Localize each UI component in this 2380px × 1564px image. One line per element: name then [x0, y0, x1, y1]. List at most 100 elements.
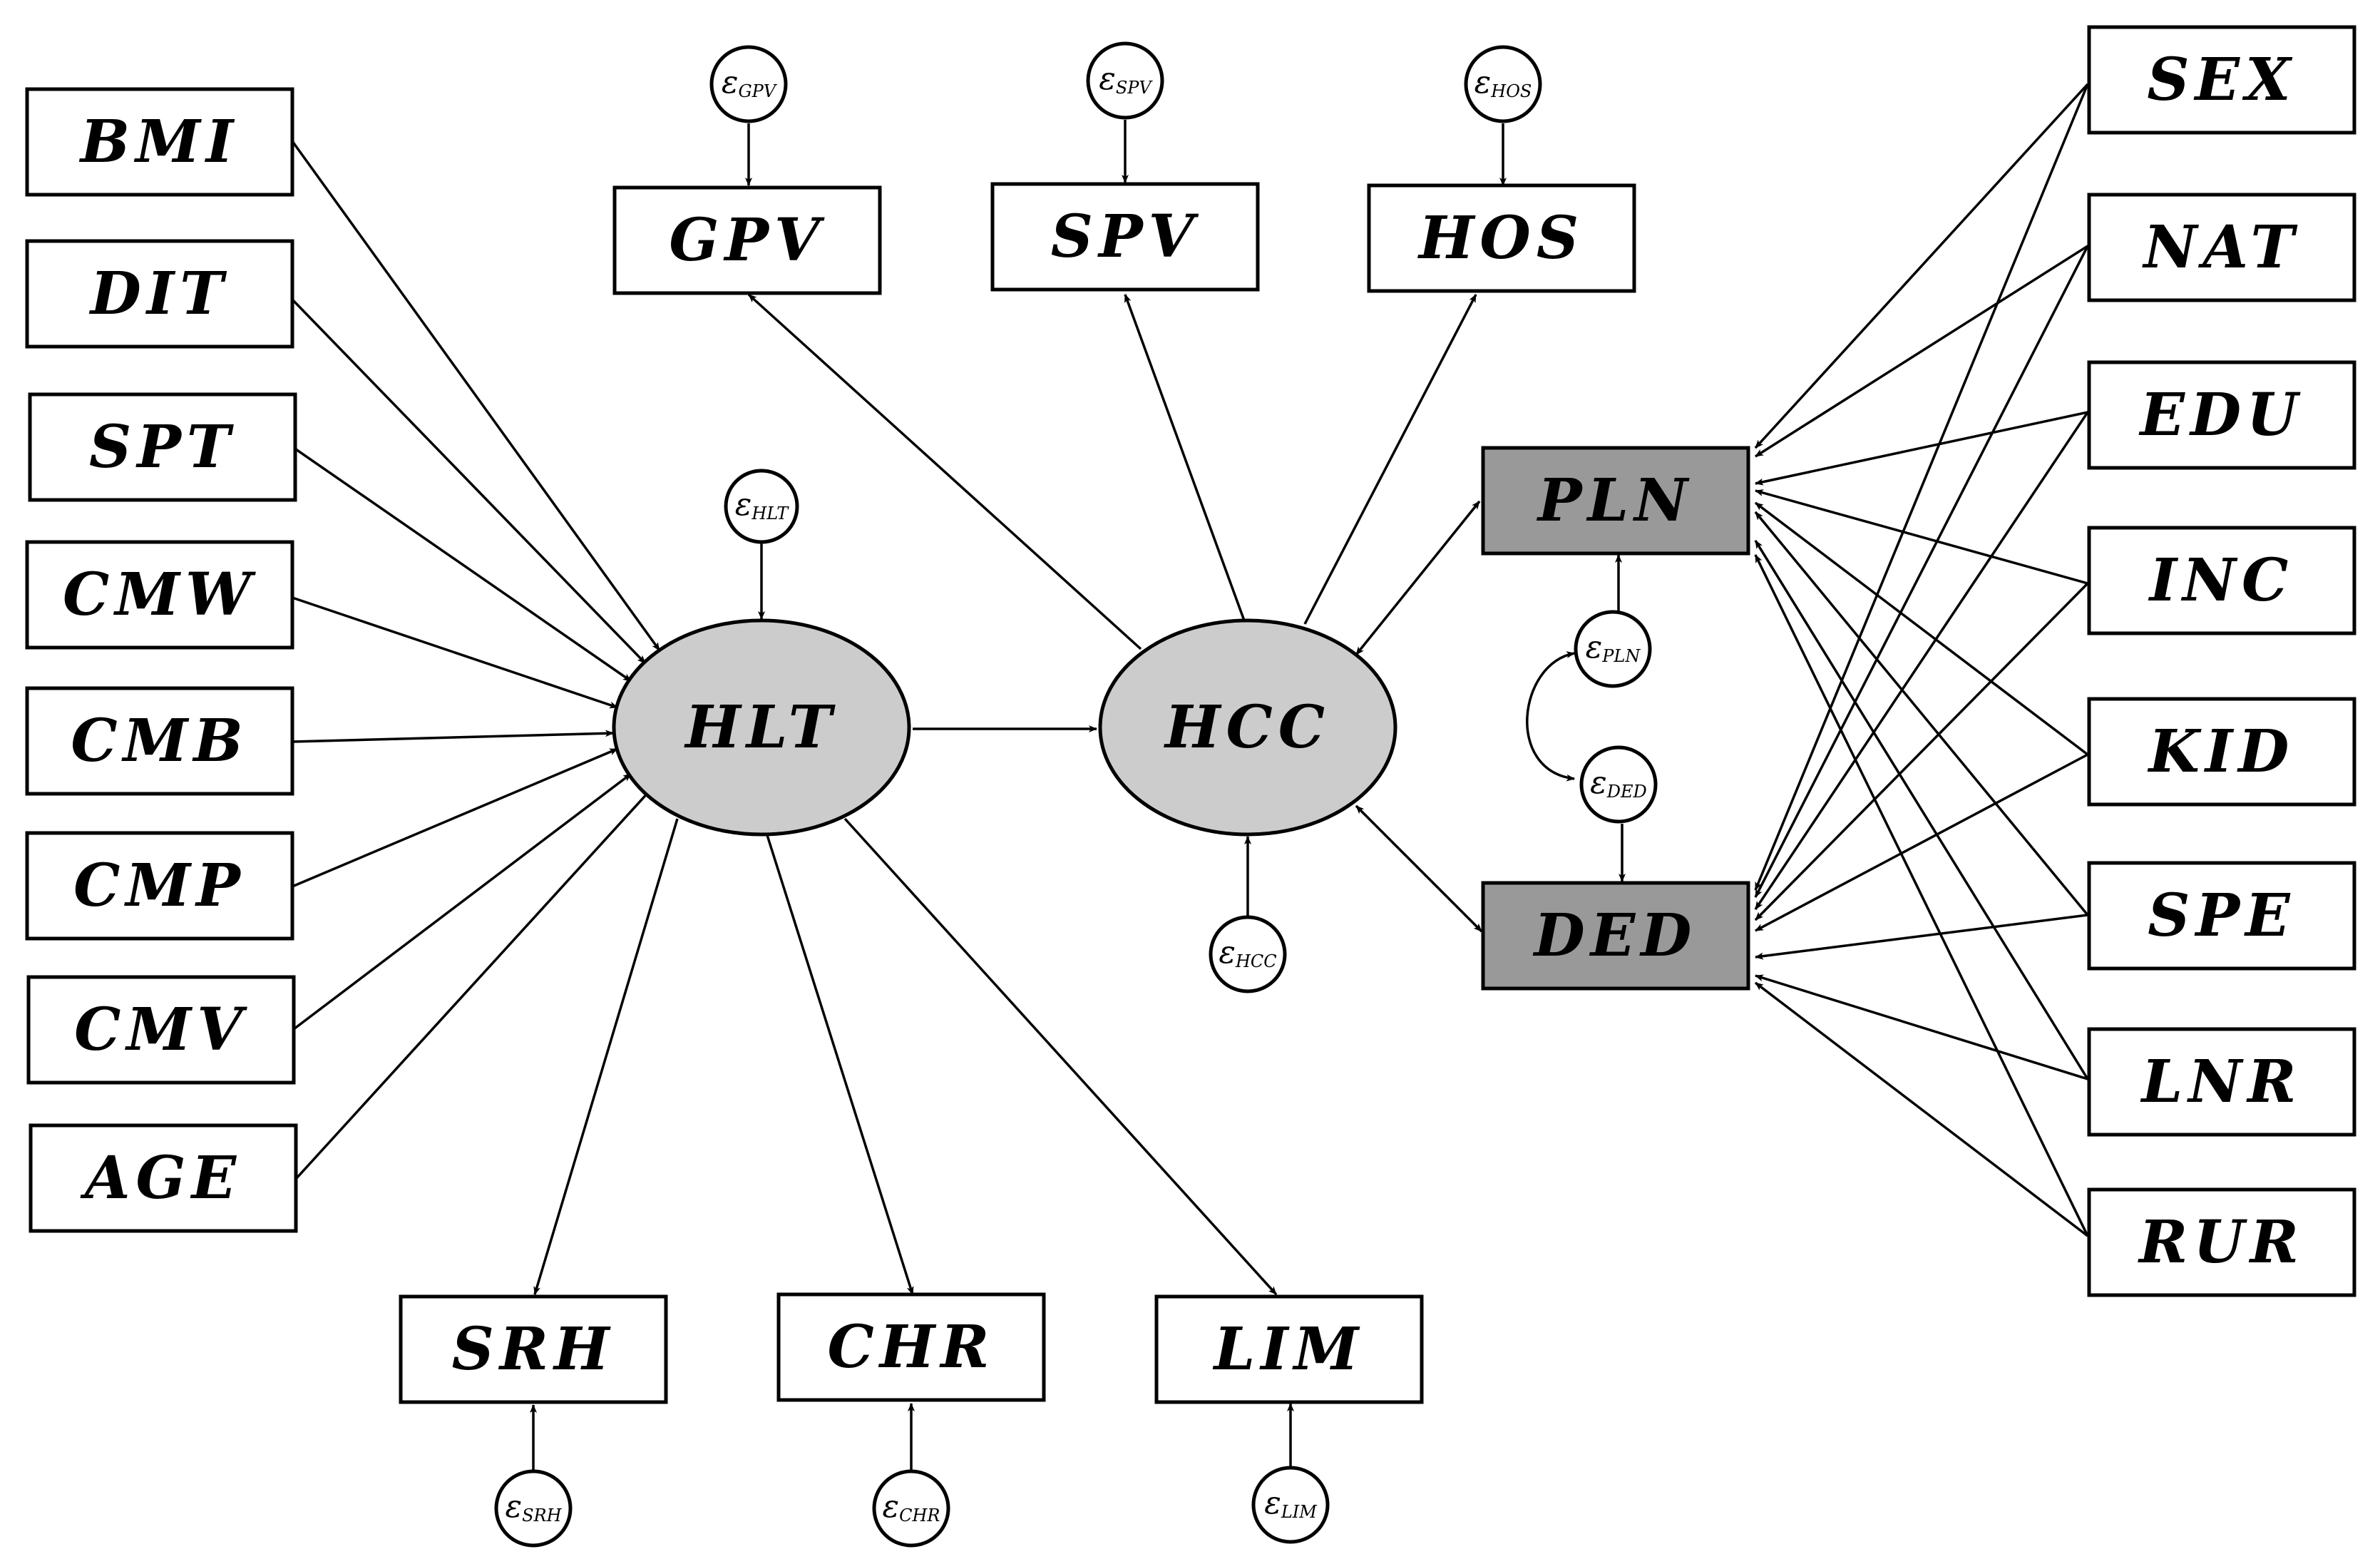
svg-text:εHCC: εHCC: [1219, 934, 1276, 971]
node-cmw: CMW: [25, 540, 294, 650]
svg-text:εCHR: εCHR: [883, 1488, 940, 1525]
edge-hcc-spv: [1124, 294, 1246, 621]
node-age: AGE: [29, 1123, 298, 1233]
error-lim: εLIM: [1251, 1466, 1330, 1544]
node-ded-label: DED: [1533, 901, 1698, 970]
error-pln-epsilon: ε: [1586, 629, 1603, 665]
node-lnr-label: LNR: [2140, 1048, 2302, 1116]
node-cmv-label: CMV: [74, 996, 248, 1064]
edge-nat-ded: [1754, 245, 2089, 898]
node-chr: CHR: [776, 1292, 1046, 1402]
node-sex-label: SEX: [2147, 46, 2296, 114]
node-gpv: GPV: [612, 185, 882, 295]
svg-text:εSPV: εSPV: [1099, 61, 1153, 98]
node-hos: HOS: [1367, 183, 1636, 293]
edge-hlt-srh: [533, 818, 679, 1295]
error-gpv: εGPV: [709, 45, 788, 123]
error-spv-epsilon: ε: [1099, 61, 1116, 97]
node-ded: DED: [1481, 881, 1750, 991]
node-cmv: CMV: [26, 975, 296, 1085]
error-gpv-epsilon: ε: [722, 64, 739, 101]
edge-inc-ded: [1754, 582, 2089, 921]
edge-hcc-hos: [1303, 294, 1477, 625]
node-dit: DIT: [25, 239, 294, 349]
svg-text:εHLT: εHLT: [735, 486, 790, 523]
svg-text:εGPV: εGPV: [722, 64, 778, 101]
edge-kid-pln: [1754, 501, 2089, 756]
node-bmi-label: BMI: [79, 108, 239, 176]
edge-sex-pln: [1754, 83, 2089, 449]
edges: [291, 83, 2089, 1471]
node-dit-label: DIT: [89, 260, 230, 328]
edge-inc-pln: [1755, 489, 2088, 585]
node-spt-label: SPT: [89, 413, 236, 481]
node-srh-label: SRH: [452, 1315, 615, 1384]
node-spe-label: SPE: [2148, 881, 2295, 950]
error-ded-subscript: DED: [1606, 782, 1647, 802]
node-nat: NAT: [2087, 193, 2356, 302]
edge-hcc-ded: [1355, 804, 1483, 933]
node-rur-label: RUR: [2138, 1208, 2304, 1277]
error-hos-epsilon: ε: [1474, 64, 1492, 101]
error-lim-epsilon: ε: [1264, 1485, 1281, 1521]
error-srh: εSRH: [494, 1469, 573, 1548]
error-ded: εDED: [1579, 745, 1658, 824]
node-spt: SPT: [28, 392, 297, 502]
edge-dit-hlt: [291, 298, 647, 665]
error-hlt-subscript: HLT: [751, 504, 789, 523]
latent-hlt: HLT: [612, 618, 911, 837]
edge-lnr-pln: [1754, 540, 2089, 1080]
error-chr-epsilon: ε: [883, 1488, 900, 1525]
edge-hlt-chr: [765, 832, 914, 1295]
edge-cmw-hlt: [292, 596, 618, 709]
error-srh-subscript: SRH: [522, 1506, 563, 1525]
error-hcc-epsilon: ε: [1219, 934, 1236, 971]
node-lnr: LNR: [2087, 1027, 2356, 1137]
error-chr: εCHR: [872, 1469, 950, 1548]
edge-sex-ded: [1754, 83, 2089, 891]
error-lim-subscript: LIM: [1281, 1502, 1318, 1522]
edge-rur-ded: [1754, 981, 2089, 1237]
error-hos-subscript: HOS: [1490, 81, 1532, 101]
error-pln: εPLN: [1574, 610, 1652, 688]
edge-hcc-gpv: [747, 293, 1142, 650]
node-spv-label: SPV: [1051, 203, 1200, 271]
node-cmp: CMP: [25, 831, 294, 941]
svg-text:εSRH: εSRH: [505, 1488, 562, 1525]
node-pln: PLN: [1481, 446, 1750, 556]
edge-kid-ded: [1755, 753, 2088, 932]
latent-hcc-label: HCC: [1164, 693, 1330, 762]
edge-cmv-hlt: [292, 772, 632, 1031]
node-spv: SPV: [990, 182, 1260, 292]
node-bmi: BMI: [25, 87, 294, 197]
node-kid: KID: [2087, 697, 2356, 807]
error-chr-subscript: CHR: [899, 1506, 940, 1525]
node-sex: SEX: [2087, 25, 2356, 135]
edge-spe-ded: [1755, 914, 2088, 960]
edge-cmb-hlt: [292, 730, 614, 743]
node-edu: EDU: [2087, 360, 2356, 470]
edge-cmp-hlt: [292, 747, 618, 888]
error-ded-epsilon: ε: [1590, 765, 1607, 801]
node-srh: SRH: [399, 1294, 668, 1404]
node-rur: RUR: [2087, 1187, 2356, 1297]
error-gpv-subscript: GPV: [738, 81, 777, 101]
svg-text:εPLN: εPLN: [1586, 629, 1641, 666]
node-nat-label: NAT: [2141, 213, 2299, 282]
latent-hcc: HCC: [1098, 618, 1397, 837]
node-kid-label: KID: [2148, 717, 2295, 786]
edge-hlt-lim: [843, 817, 1278, 1296]
error-hcc-subscript: HCC: [1235, 951, 1277, 971]
error-hlt: εHLT: [724, 469, 799, 544]
svg-text:εHOS: εHOS: [1474, 64, 1532, 101]
edge-spt-hlt: [295, 448, 632, 683]
error-hos: εHOS: [1464, 45, 1542, 123]
svg-text:εDED: εDED: [1590, 765, 1647, 802]
svg-text:εLIM: εLIM: [1264, 1485, 1318, 1522]
edge-nat-pln: [1755, 245, 2088, 458]
error-pln-subscript: PLN: [1601, 646, 1641, 666]
edge-hcc-pln: [1355, 500, 1481, 656]
node-inc: INC: [2087, 526, 2356, 635]
node-age-label: AGE: [80, 1144, 242, 1212]
node-cmb-label: CMB: [71, 707, 248, 775]
